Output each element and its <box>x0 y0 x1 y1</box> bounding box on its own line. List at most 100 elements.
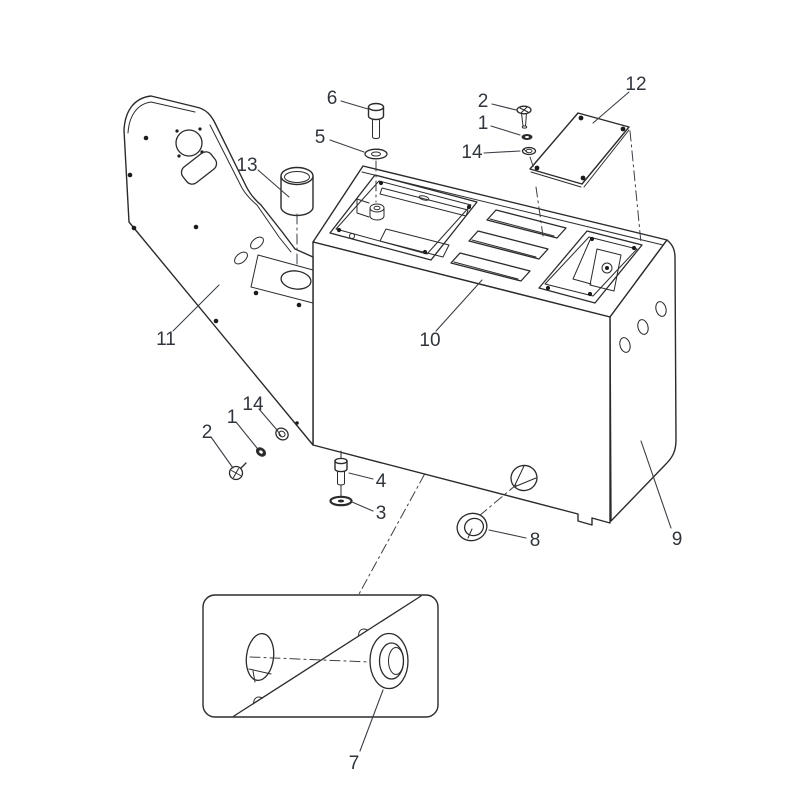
cover-plate-face <box>529 112 630 185</box>
leader-2-top <box>491 103 517 111</box>
washer-3 <box>329 495 353 507</box>
leader-7 <box>359 689 384 752</box>
bottom-screw-stack <box>228 421 299 481</box>
frame-hole <box>589 236 595 242</box>
screw-2-bottom <box>228 462 247 481</box>
callout-labels: 6 5 13 2 1 14 12 10 11 2 1 14 4 3 8 9 7 <box>156 74 682 774</box>
hole <box>637 319 649 335</box>
bracket-top-inner-edge <box>127 101 196 134</box>
boss-side <box>369 207 385 221</box>
cover-screw-hole <box>580 175 586 181</box>
frame-hole <box>466 204 472 210</box>
bracket-flange-folds <box>250 254 314 304</box>
mounting-bracket <box>123 95 314 446</box>
screw-shaft <box>521 112 527 127</box>
callout-label-13: 13 <box>236 155 257 176</box>
slot-edge <box>471 239 537 258</box>
leader-8 <box>488 529 527 539</box>
boss-hole <box>373 205 381 211</box>
lock-washer-split <box>276 429 282 437</box>
knockout-tab <box>513 465 537 488</box>
corner-hole <box>349 233 355 239</box>
grommet-7 <box>369 632 409 690</box>
rivet-dot <box>143 135 149 141</box>
callout-label-6: 6 <box>327 88 338 109</box>
washer-hole <box>259 450 263 454</box>
washer-1-top <box>521 134 533 140</box>
cover-left-alignment-axis <box>529 156 544 237</box>
leader-14-top <box>483 150 521 154</box>
recessed-panel <box>379 228 450 258</box>
mount-point-dot <box>295 421 299 425</box>
hole <box>655 301 667 317</box>
rivet-dot <box>296 302 302 308</box>
opening-inner-frame <box>544 236 638 297</box>
cover-plate <box>529 112 642 244</box>
slot <box>486 209 567 239</box>
callout-label-2-top: 2 <box>478 91 489 112</box>
bolt-head-top <box>367 102 385 112</box>
leader-11 <box>172 284 220 332</box>
slot <box>450 252 531 282</box>
bolt-6 <box>367 102 385 140</box>
side-panel-holes <box>619 301 667 353</box>
internal-cross-bar <box>379 187 469 217</box>
pilot-hole <box>198 127 202 131</box>
frame-hole <box>336 227 342 233</box>
grommet-inner-ring <box>463 517 485 537</box>
grommet-8 <box>456 484 517 542</box>
frame-hole <box>378 180 384 186</box>
panel-edge-line <box>233 595 422 717</box>
leader-2-bottom <box>210 436 234 469</box>
callout-label-5: 5 <box>315 127 326 148</box>
phillips-cross-icon <box>231 468 241 478</box>
hole <box>619 337 631 353</box>
grommet-split <box>467 528 473 539</box>
callout-label-2-bottom: 2 <box>202 422 213 443</box>
oval-hole <box>234 251 248 265</box>
leader-14-bottom <box>258 408 278 431</box>
screw-boss <box>369 203 385 221</box>
opening-inner-frame <box>335 180 472 255</box>
leader-13 <box>257 169 290 198</box>
knockout-circle <box>510 464 538 492</box>
callout-label-14-top: 14 <box>461 142 483 163</box>
washer-hole <box>337 499 345 503</box>
cup-insert <box>280 166 314 268</box>
leader-1-top <box>490 125 521 136</box>
bracket-round-cutout <box>175 129 203 157</box>
opening-outer-frame <box>329 174 478 261</box>
top-middle-slots <box>450 209 567 282</box>
screw-tip <box>521 125 528 129</box>
cover-plate-thickness <box>530 129 630 188</box>
cover-screw-hole <box>620 126 626 132</box>
pilot-hole <box>175 129 179 133</box>
bracket-right-inner-edge <box>209 124 292 253</box>
lock-washer-hole <box>278 430 286 438</box>
rivet-dot <box>253 290 259 296</box>
box-front-face <box>312 241 611 526</box>
lock-washer <box>521 146 537 156</box>
rivet-dot <box>127 172 133 178</box>
bolt-shaft <box>337 469 345 486</box>
cup-rim-inner <box>284 171 310 183</box>
grommet-alignment-axis <box>478 484 517 517</box>
leader-4 <box>348 472 374 480</box>
washer-1-bottom <box>255 447 267 457</box>
callout-label-1-bottom: 1 <box>227 407 238 428</box>
slot <box>468 230 549 260</box>
boss-screw <box>605 266 609 270</box>
callout-label-14-bottom: 14 <box>242 394 264 415</box>
opening-outer-frame <box>538 230 643 304</box>
washer-hole <box>525 136 529 138</box>
screw-boss <box>601 262 613 274</box>
callout-label-8: 8 <box>530 530 541 551</box>
internal-structure <box>572 239 622 292</box>
bracket-outline <box>123 95 314 446</box>
callout-label-4: 4 <box>376 471 387 492</box>
bolt-shaft <box>372 117 380 140</box>
rivet-dot <box>193 224 199 230</box>
bar-slot <box>418 195 430 201</box>
